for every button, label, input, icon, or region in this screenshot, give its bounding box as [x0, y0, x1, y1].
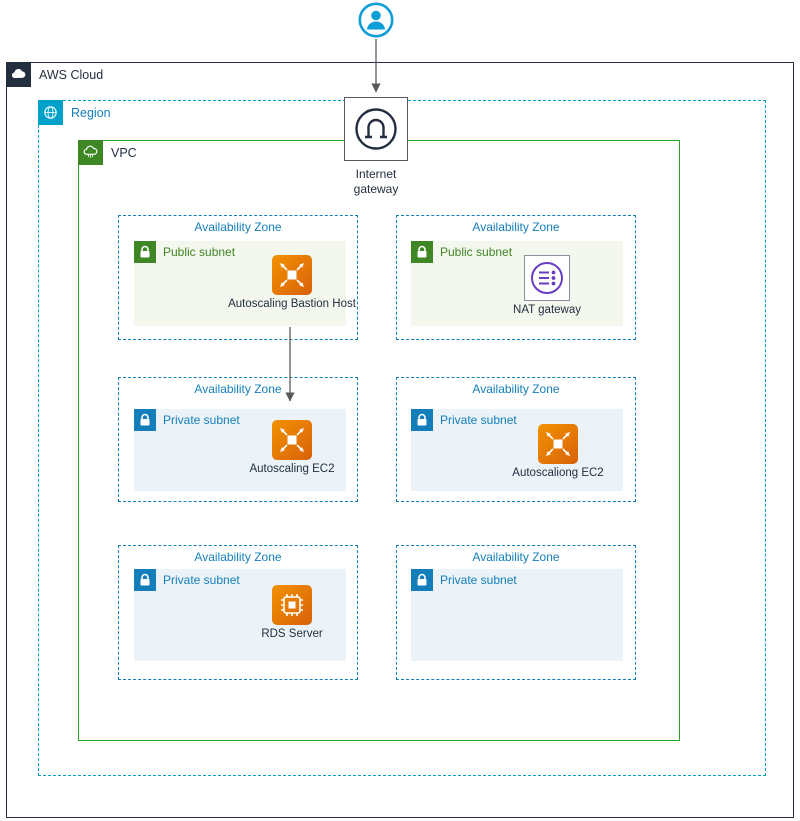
autoscaling-icon: [538, 424, 578, 464]
private-subnet-2: Private subnet Autoscaliong EC2: [411, 409, 623, 491]
resource-label: Autoscaling Bastion Host: [228, 298, 356, 310]
subnet-label: Private subnet: [163, 413, 240, 427]
subnet-label: Private subnet: [440, 413, 517, 427]
subnet-label: Private subnet: [163, 573, 240, 587]
internet-gateway-icon: [344, 97, 408, 161]
availability-zone-5: Availability Zone Private subnet: [118, 545, 358, 680]
rds-icon: [272, 585, 312, 625]
public-subnet-2: Public subnet NAT gateway: [411, 241, 623, 326]
private-subnet-1: Private subnet Autoscaling EC2: [134, 409, 346, 491]
user-icon: [357, 1, 395, 39]
availability-zone-label: Availability Zone: [194, 550, 282, 564]
private-subnet-3: Private subnet RDS Server: [134, 569, 346, 661]
availability-zone-label: Availability Zone: [194, 220, 282, 234]
private-subnet-4: Private subnet: [411, 569, 623, 661]
lock-icon: [411, 409, 433, 431]
lock-icon: [411, 241, 433, 263]
lock-icon: [134, 409, 156, 431]
nat-gateway: NAT gateway: [513, 255, 581, 316]
autoscaling-icon: [272, 255, 312, 295]
resource-label: Autoscaling EC2: [249, 463, 335, 475]
region-label: Region: [71, 105, 111, 120]
lock-icon: [134, 569, 156, 591]
resource-label: Autoscaliong EC2: [512, 467, 604, 479]
autoscaling-icon: [272, 420, 312, 460]
subnet-label: Private subnet: [440, 573, 517, 587]
public-subnet-1: Public subnet Autoscaling Bastion Host: [134, 241, 356, 326]
aws-cloud-icon: [6, 62, 31, 87]
lock-icon: [411, 569, 433, 591]
availability-zone-3: Availability Zone Private subnet: [118, 377, 358, 502]
availability-zone-label: Availability Zone: [472, 550, 560, 564]
lock-icon: [134, 241, 156, 263]
availability-zone-label: Availability Zone: [194, 382, 282, 396]
region-icon: [38, 100, 63, 125]
internet-gateway-label: Internet gateway: [353, 167, 399, 196]
vpc-icon: [78, 140, 103, 165]
availability-zone-4: Availability Zone Private subnet: [396, 377, 636, 502]
availability-zone-6: Availability Zone Private subnet: [396, 545, 636, 680]
availability-zone-label: Availability Zone: [472, 382, 560, 396]
autoscaling-ec2-2: Autoscaliong EC2: [512, 424, 604, 479]
subnet-label: Public subnet: [440, 245, 513, 259]
vpc-label: VPC: [111, 145, 137, 160]
availability-zone-2: Availability Zone Public subnet: [396, 215, 636, 340]
availability-zone-label: Availability Zone: [472, 220, 560, 234]
nat-gateway-icon: [524, 255, 570, 301]
resource-label: RDS Server: [261, 628, 323, 640]
subnet-label: Public subnet: [163, 245, 236, 259]
autoscaling-bastion-host: Autoscaling Bastion Host: [228, 255, 356, 310]
aws-cloud-label: AWS Cloud: [39, 67, 104, 82]
aws-cloud-container: AWS Cloud: [6, 62, 794, 818]
rds-server: RDS Server: [261, 585, 323, 640]
availability-zone-1: Availability Zone Public subnet: [118, 215, 358, 340]
autoscaling-ec2: Autoscaling EC2: [249, 420, 335, 475]
resource-label: NAT gateway: [513, 304, 581, 316]
